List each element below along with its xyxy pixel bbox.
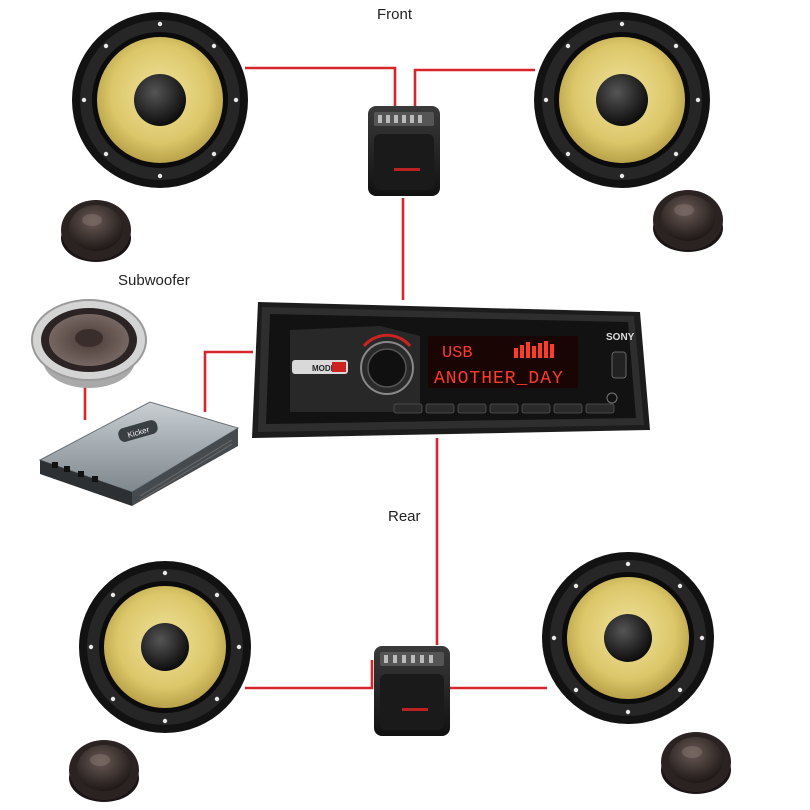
amplifier: Kicker: [38, 401, 240, 506]
head-unit: MODE USB ANOTHER_DAY SONY: [252, 302, 650, 438]
subwoofer-label: Subwoofer: [118, 272, 190, 289]
front-right-woofer: [534, 12, 710, 188]
wire-front-right: [413, 68, 535, 108]
rear-crossover: [374, 646, 450, 736]
display-line-1: USB: [442, 344, 473, 363]
front-left-tweeter: [61, 200, 131, 262]
preset-buttons[interactable]: [393, 403, 615, 414]
rear-right-tweeter: [661, 732, 731, 794]
mode-button-label: MODE: [312, 364, 337, 373]
wires: [83, 66, 547, 690]
usb-port[interactable]: [611, 351, 627, 379]
front-label: Front: [377, 6, 413, 23]
front-right-tweeter: [653, 190, 723, 252]
front-crossover: [368, 106, 440, 196]
wire-rear-left: [245, 660, 374, 690]
head-unit-brand: SONY: [606, 332, 635, 343]
display-line-2: ANOTHER_DAY: [434, 369, 564, 389]
rear-right-woofer: [542, 552, 714, 724]
equalizer-bars: [514, 341, 554, 358]
rear-label: Rear: [388, 508, 421, 525]
aux-input[interactable]: [606, 392, 618, 404]
rear-left-tweeter: [69, 740, 139, 802]
wire-sub-to-headunit: [203, 350, 253, 412]
front-left-woofer: [72, 12, 248, 188]
rear-left-woofer: [79, 561, 251, 733]
subwoofer: [31, 299, 147, 388]
wire-front-left: [245, 66, 397, 108]
